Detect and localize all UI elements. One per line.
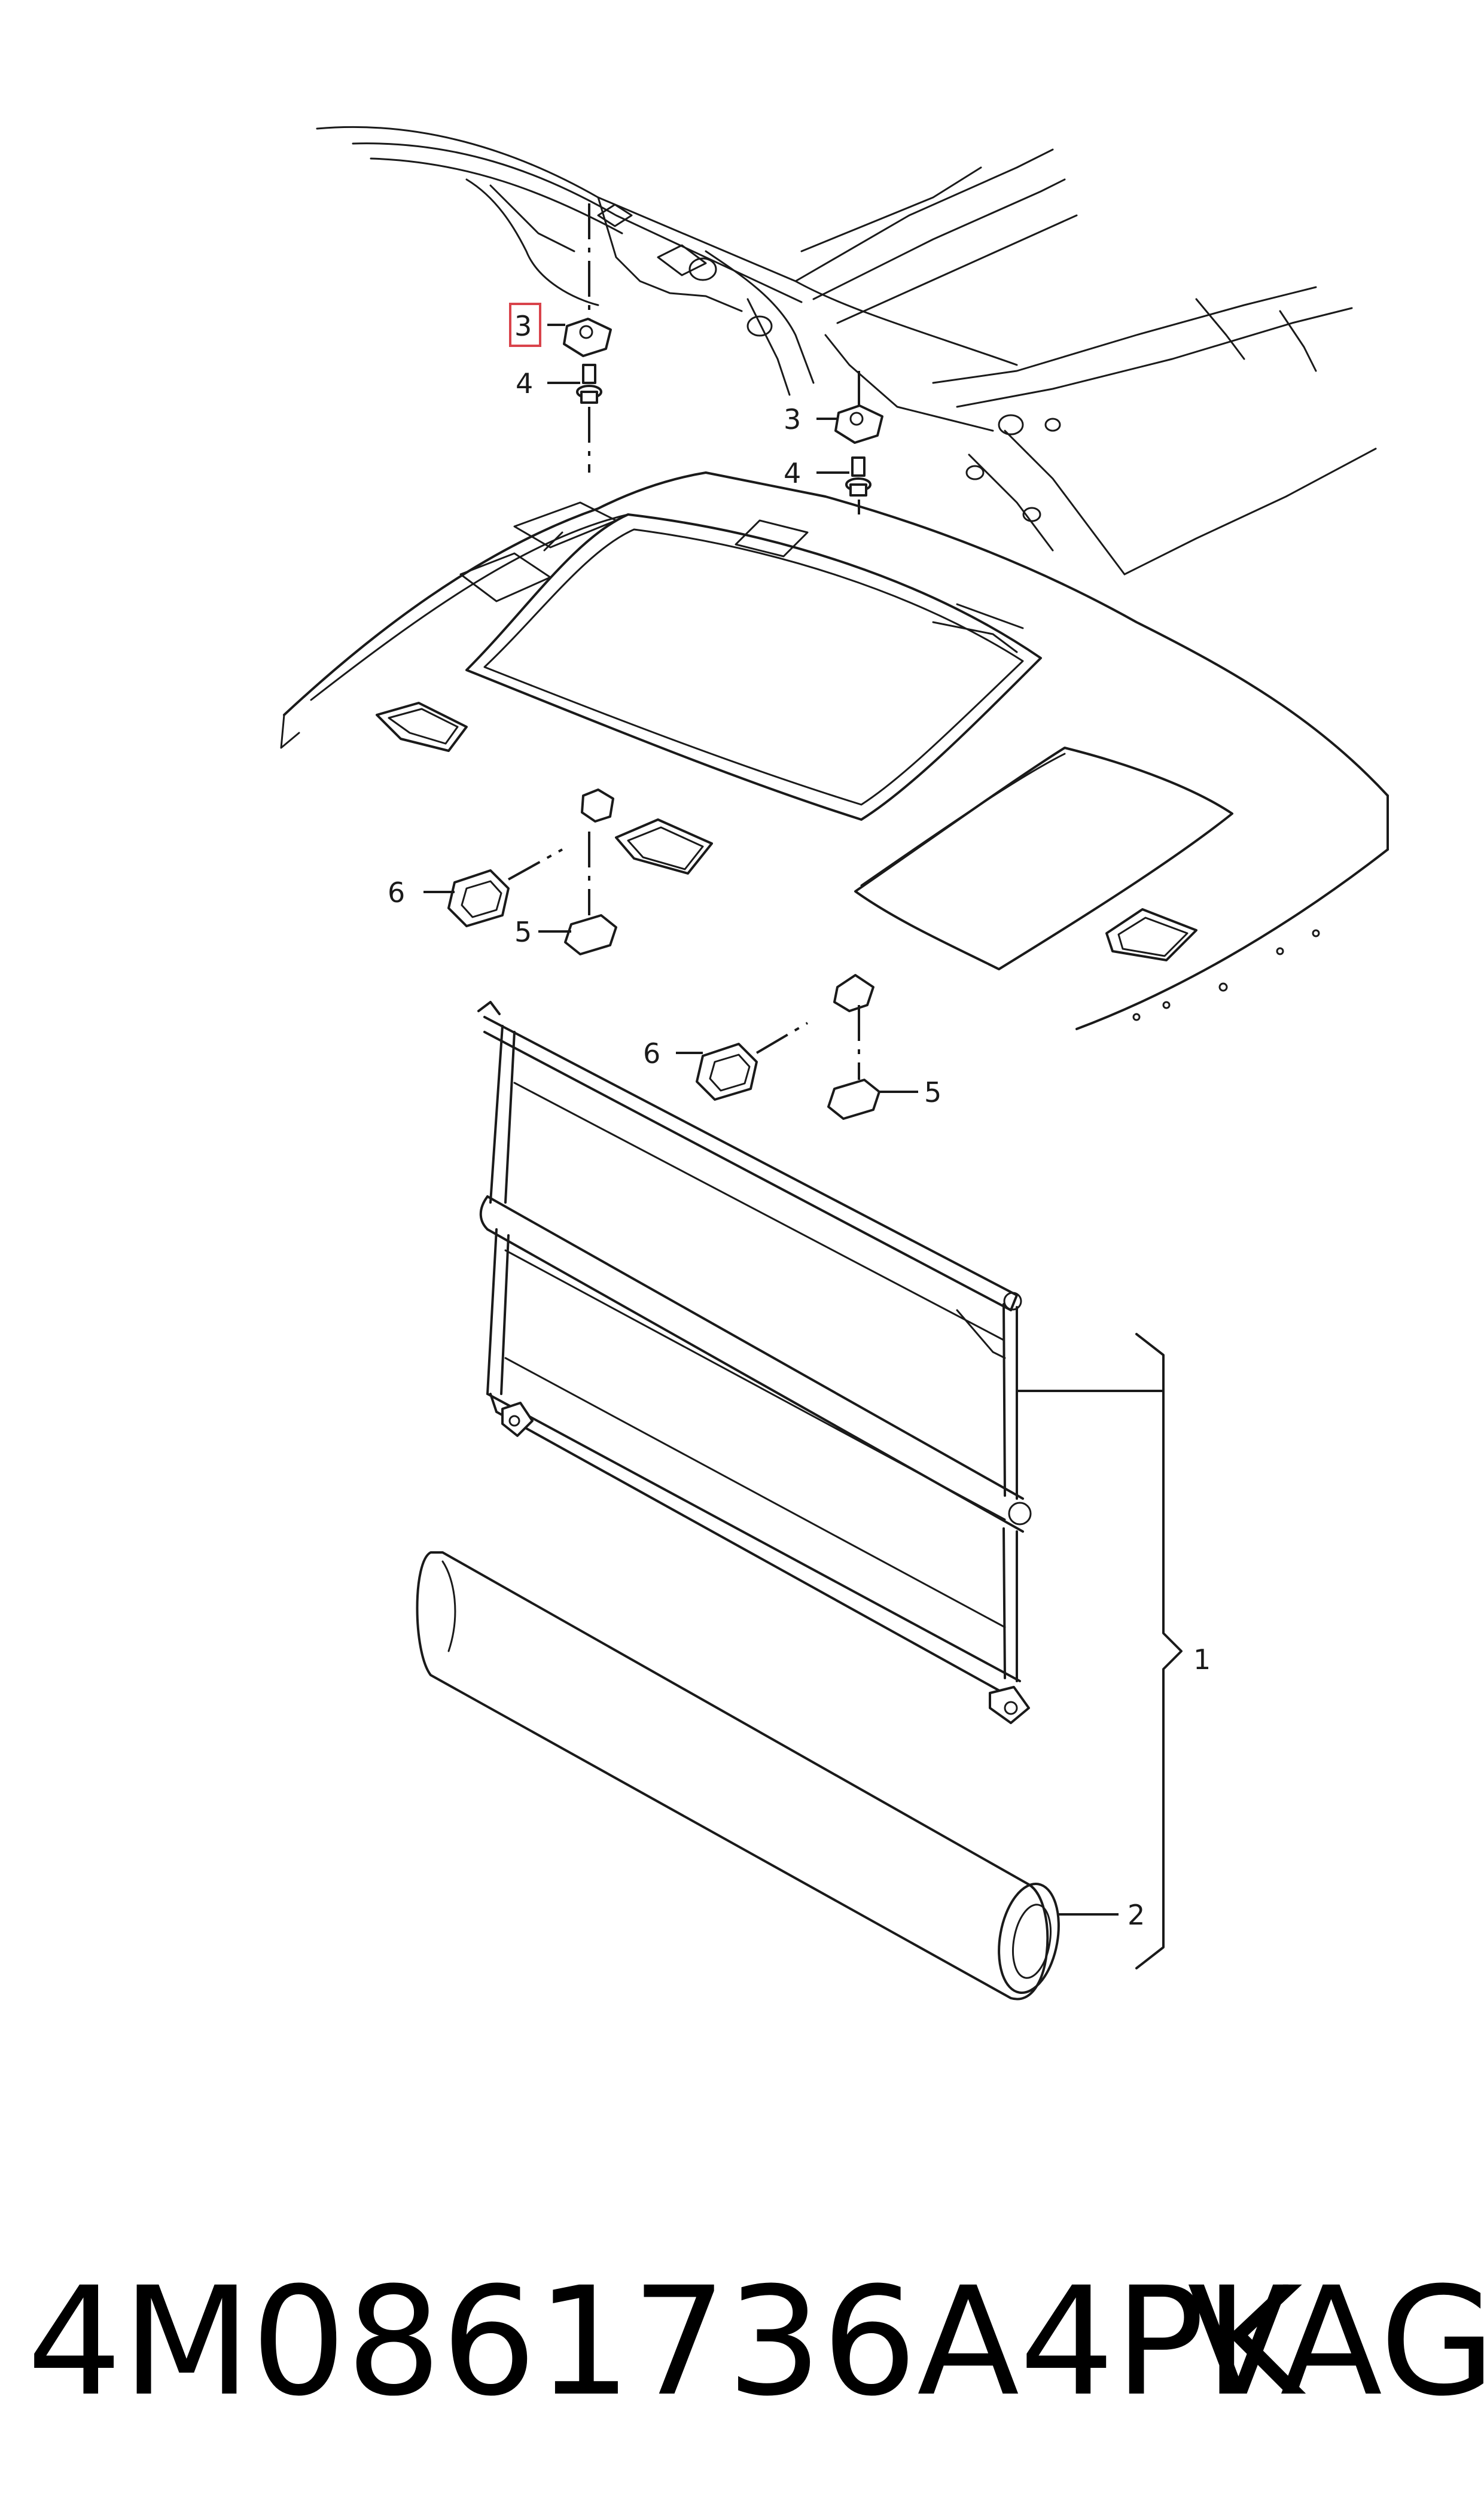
callout-1: 1 (1193, 1643, 1211, 1676)
callout-3-lower: 3 (784, 403, 801, 436)
callout-6-left: 6 (388, 876, 405, 909)
callout-6-right: 6 (643, 1037, 660, 1070)
callout-4-upper: 4 (516, 367, 533, 400)
bolt-4-upper (576, 364, 602, 404)
roof-body-frame (316, 126, 1377, 576)
callout-4-lower: 4 (784, 457, 801, 489)
alignment-lines (508, 203, 860, 1080)
cap-5-left (564, 914, 617, 955)
callout-3-upper: 3 (514, 310, 532, 342)
luggage-net (477, 1001, 1032, 1724)
brand-label: VAG (1187, 2255, 1484, 2429)
fasteners (447, 318, 883, 1120)
callout-labels: 3 4 3 4 6 5 6 5 1 2 (388, 303, 1211, 1931)
headliner-panel (280, 471, 1389, 1030)
part-number-label: 4M0861736A4PK (27, 2255, 1303, 2429)
highlighted-callout-box (509, 303, 541, 347)
callout-5-left: 5 (514, 916, 532, 948)
bolt-4-lower (845, 456, 871, 497)
storage-bag (416, 1551, 1060, 2001)
cap-5-right (827, 1079, 880, 1120)
bracket-item-1 (1135, 1333, 1183, 1969)
callout-2: 2 (1128, 1899, 1145, 1931)
leader-lines (423, 324, 1163, 1916)
callout-5-right: 5 (924, 1076, 941, 1109)
